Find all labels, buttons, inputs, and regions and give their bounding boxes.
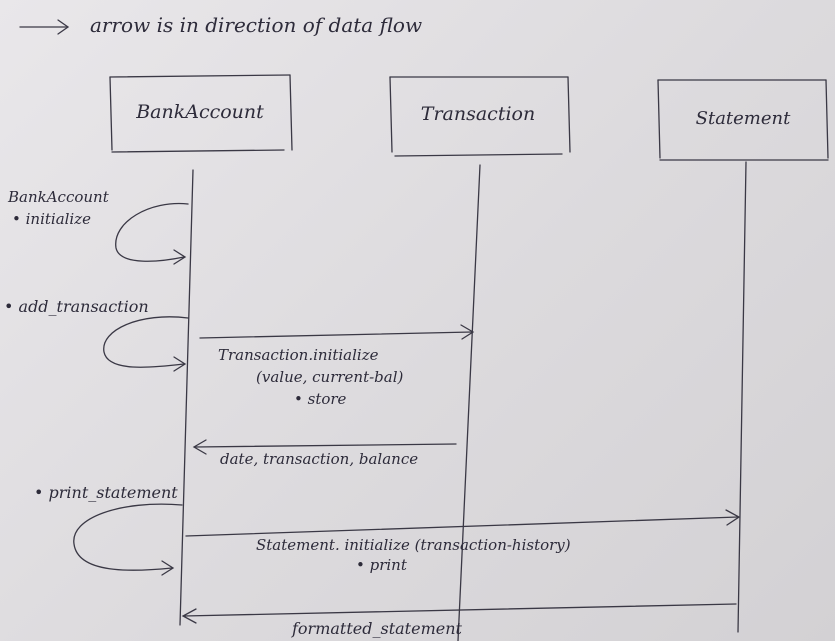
box-left xyxy=(109,76,113,151)
message-label-print: • print xyxy=(356,556,408,574)
lifeline-bankaccount xyxy=(179,169,194,626)
return-arrow xyxy=(194,443,457,448)
box-right xyxy=(825,79,829,159)
message-label-line1: Transaction.initialize xyxy=(218,346,379,364)
message-return-fields: date, transaction, balance xyxy=(192,439,457,468)
message-statement-initialize: Statement. initialize (transaction-histo… xyxy=(185,509,741,574)
note-init-method: • initialize xyxy=(12,210,91,228)
self-call-arrowhead xyxy=(173,356,187,372)
return-arrowhead xyxy=(192,439,207,455)
self-call-print-statement: • print_statement xyxy=(34,483,183,576)
lifeline-statement xyxy=(737,161,747,633)
legend-text: arrow is in direction of data flow xyxy=(90,13,422,37)
participant-bankaccount: BankAccount xyxy=(109,74,293,153)
message-arrow xyxy=(199,331,473,339)
box-left xyxy=(389,76,393,153)
box-top xyxy=(109,74,291,78)
note-print-statement: • print_statement xyxy=(34,483,178,502)
box-right xyxy=(289,74,293,151)
message-label-store: • store xyxy=(294,390,347,408)
self-call-loop xyxy=(73,503,183,571)
message-label-statement-init: Statement. initialize (transaction-histo… xyxy=(256,536,571,554)
return-arrowhead xyxy=(181,608,197,624)
box-bottom xyxy=(111,149,285,153)
legend-arrow-head xyxy=(57,19,70,35)
box-right xyxy=(567,76,571,153)
self-call-loop xyxy=(103,316,189,368)
self-call-arrowhead xyxy=(161,560,175,576)
message-transaction-initialize: Transaction.initialize (value, current-b… xyxy=(199,324,475,408)
message-arrow xyxy=(185,516,739,537)
participant-label-statement: Statement xyxy=(696,108,791,129)
note-add-transaction: • add_transaction xyxy=(4,297,149,316)
note-init-title: BankAccount xyxy=(7,188,110,206)
participant-statement: Statement xyxy=(657,79,829,161)
message-arrowhead xyxy=(460,324,475,340)
legend: arrow is in direction of data flow xyxy=(19,13,422,37)
participant-label-bankaccount: BankAccount xyxy=(135,101,264,123)
self-call-add-transaction: • add_transaction xyxy=(4,297,189,372)
lifeline-transaction xyxy=(457,164,481,641)
box-bottom xyxy=(394,153,563,157)
box-left xyxy=(657,79,661,159)
participant-label-transaction: Transaction xyxy=(421,103,535,125)
self-call-initialize: BankAccount • initialize xyxy=(7,188,189,265)
message-arrowhead xyxy=(725,509,741,526)
self-call-loop xyxy=(115,202,189,262)
message-formatted-statement: formatted_statement xyxy=(181,603,737,638)
participant-transaction: Transaction xyxy=(389,76,571,157)
return-label-formatted-statement: formatted_statement xyxy=(291,619,463,638)
self-call-arrowhead xyxy=(173,249,187,265)
return-arrow xyxy=(183,603,737,617)
message-label-line2: (value, current-bal) xyxy=(256,368,404,386)
return-label: date, transaction, balance xyxy=(220,450,418,468)
